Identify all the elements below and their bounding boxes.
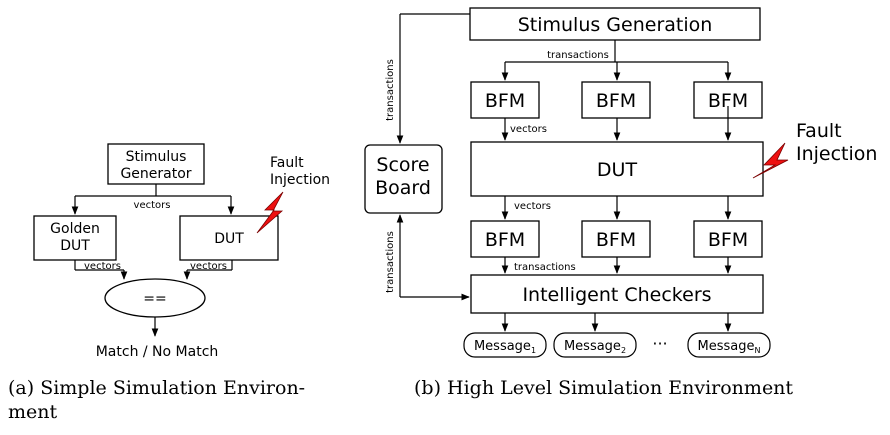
text-line: Injection [796,143,877,165]
bfm-top-1 [470,81,540,119]
text-line: Golden [50,221,100,237]
text-line: Fault [270,155,304,171]
text-line: Generator [120,166,191,182]
fault-lightning-icon-b [752,142,789,179]
vectors-label-right: vectors [190,261,227,272]
bfm-bottom-2 [581,220,651,258]
text-line: DUT [60,238,90,254]
bfm-top-2 [581,81,651,119]
message-1-label: Message1 [474,339,536,355]
messages-ellipsis: ··· [652,334,667,353]
transactions-label-mid: transactions [514,262,576,273]
dut-label-b: DUT [597,159,638,181]
stimulus-generation-box [469,7,761,41]
transactions-label-lower-left: transactions [385,231,396,293]
bfm-top-1-label: BFM [485,90,525,112]
transactions-label-left: transactions [385,59,396,121]
compare-label: == [143,291,166,307]
stimulus-generator-box [107,143,205,185]
caption-a-line2: ment [8,401,58,423]
stimulus-generation-label: Stimulus Generation [518,14,713,36]
bfm-top-2-label: BFM [596,90,636,112]
vectors-label-lower: vectors [514,201,551,212]
caption-b: (b) High Level Simulation Environment [414,377,794,399]
message-n-box [687,332,771,358]
text-line: Injection [270,172,330,188]
caption-a-line1: (a) Simple Simulation Environ- [8,377,306,399]
vectors-label-top: vectors [134,200,171,211]
text-line: Score [376,154,429,176]
diagram-b: Stimulus Generation transactions transac… [364,7,877,358]
score-board-box [364,144,443,214]
bfm-bottom-3 [693,220,763,258]
fault-lightning-icon-a [256,191,284,234]
intelligent-checkers-box [470,274,764,314]
bfm-bottom-1-label: BFM [485,229,525,251]
dut-label-a: DUT [214,231,244,247]
bfm-bottom-3-label: BFM [708,229,748,251]
bfm-top-3-label: BFM [708,90,748,112]
dut-box-a [179,215,279,261]
message-2-label: Message2 [564,339,626,355]
message-2-box [553,332,637,358]
match-result-label: Match / No Match [96,344,219,360]
dut-box-b [470,141,764,197]
vectors-label-left: vectors [84,261,121,272]
bfm-bottom-2-label: BFM [596,229,636,251]
intelligent-checkers-label: Intelligent Checkers [522,284,711,306]
transactions-label-top: transactions [547,50,609,61]
text-line: Stimulus [126,149,187,165]
text-line: Fault [796,120,842,142]
message-1-box [463,332,547,358]
caption-a: (a) Simple Simulation Environ- ment [8,376,358,424]
message-n-label: MessageN [698,339,761,355]
text-line: Board [375,177,431,199]
vectors-label-upper: vectors [510,124,547,135]
